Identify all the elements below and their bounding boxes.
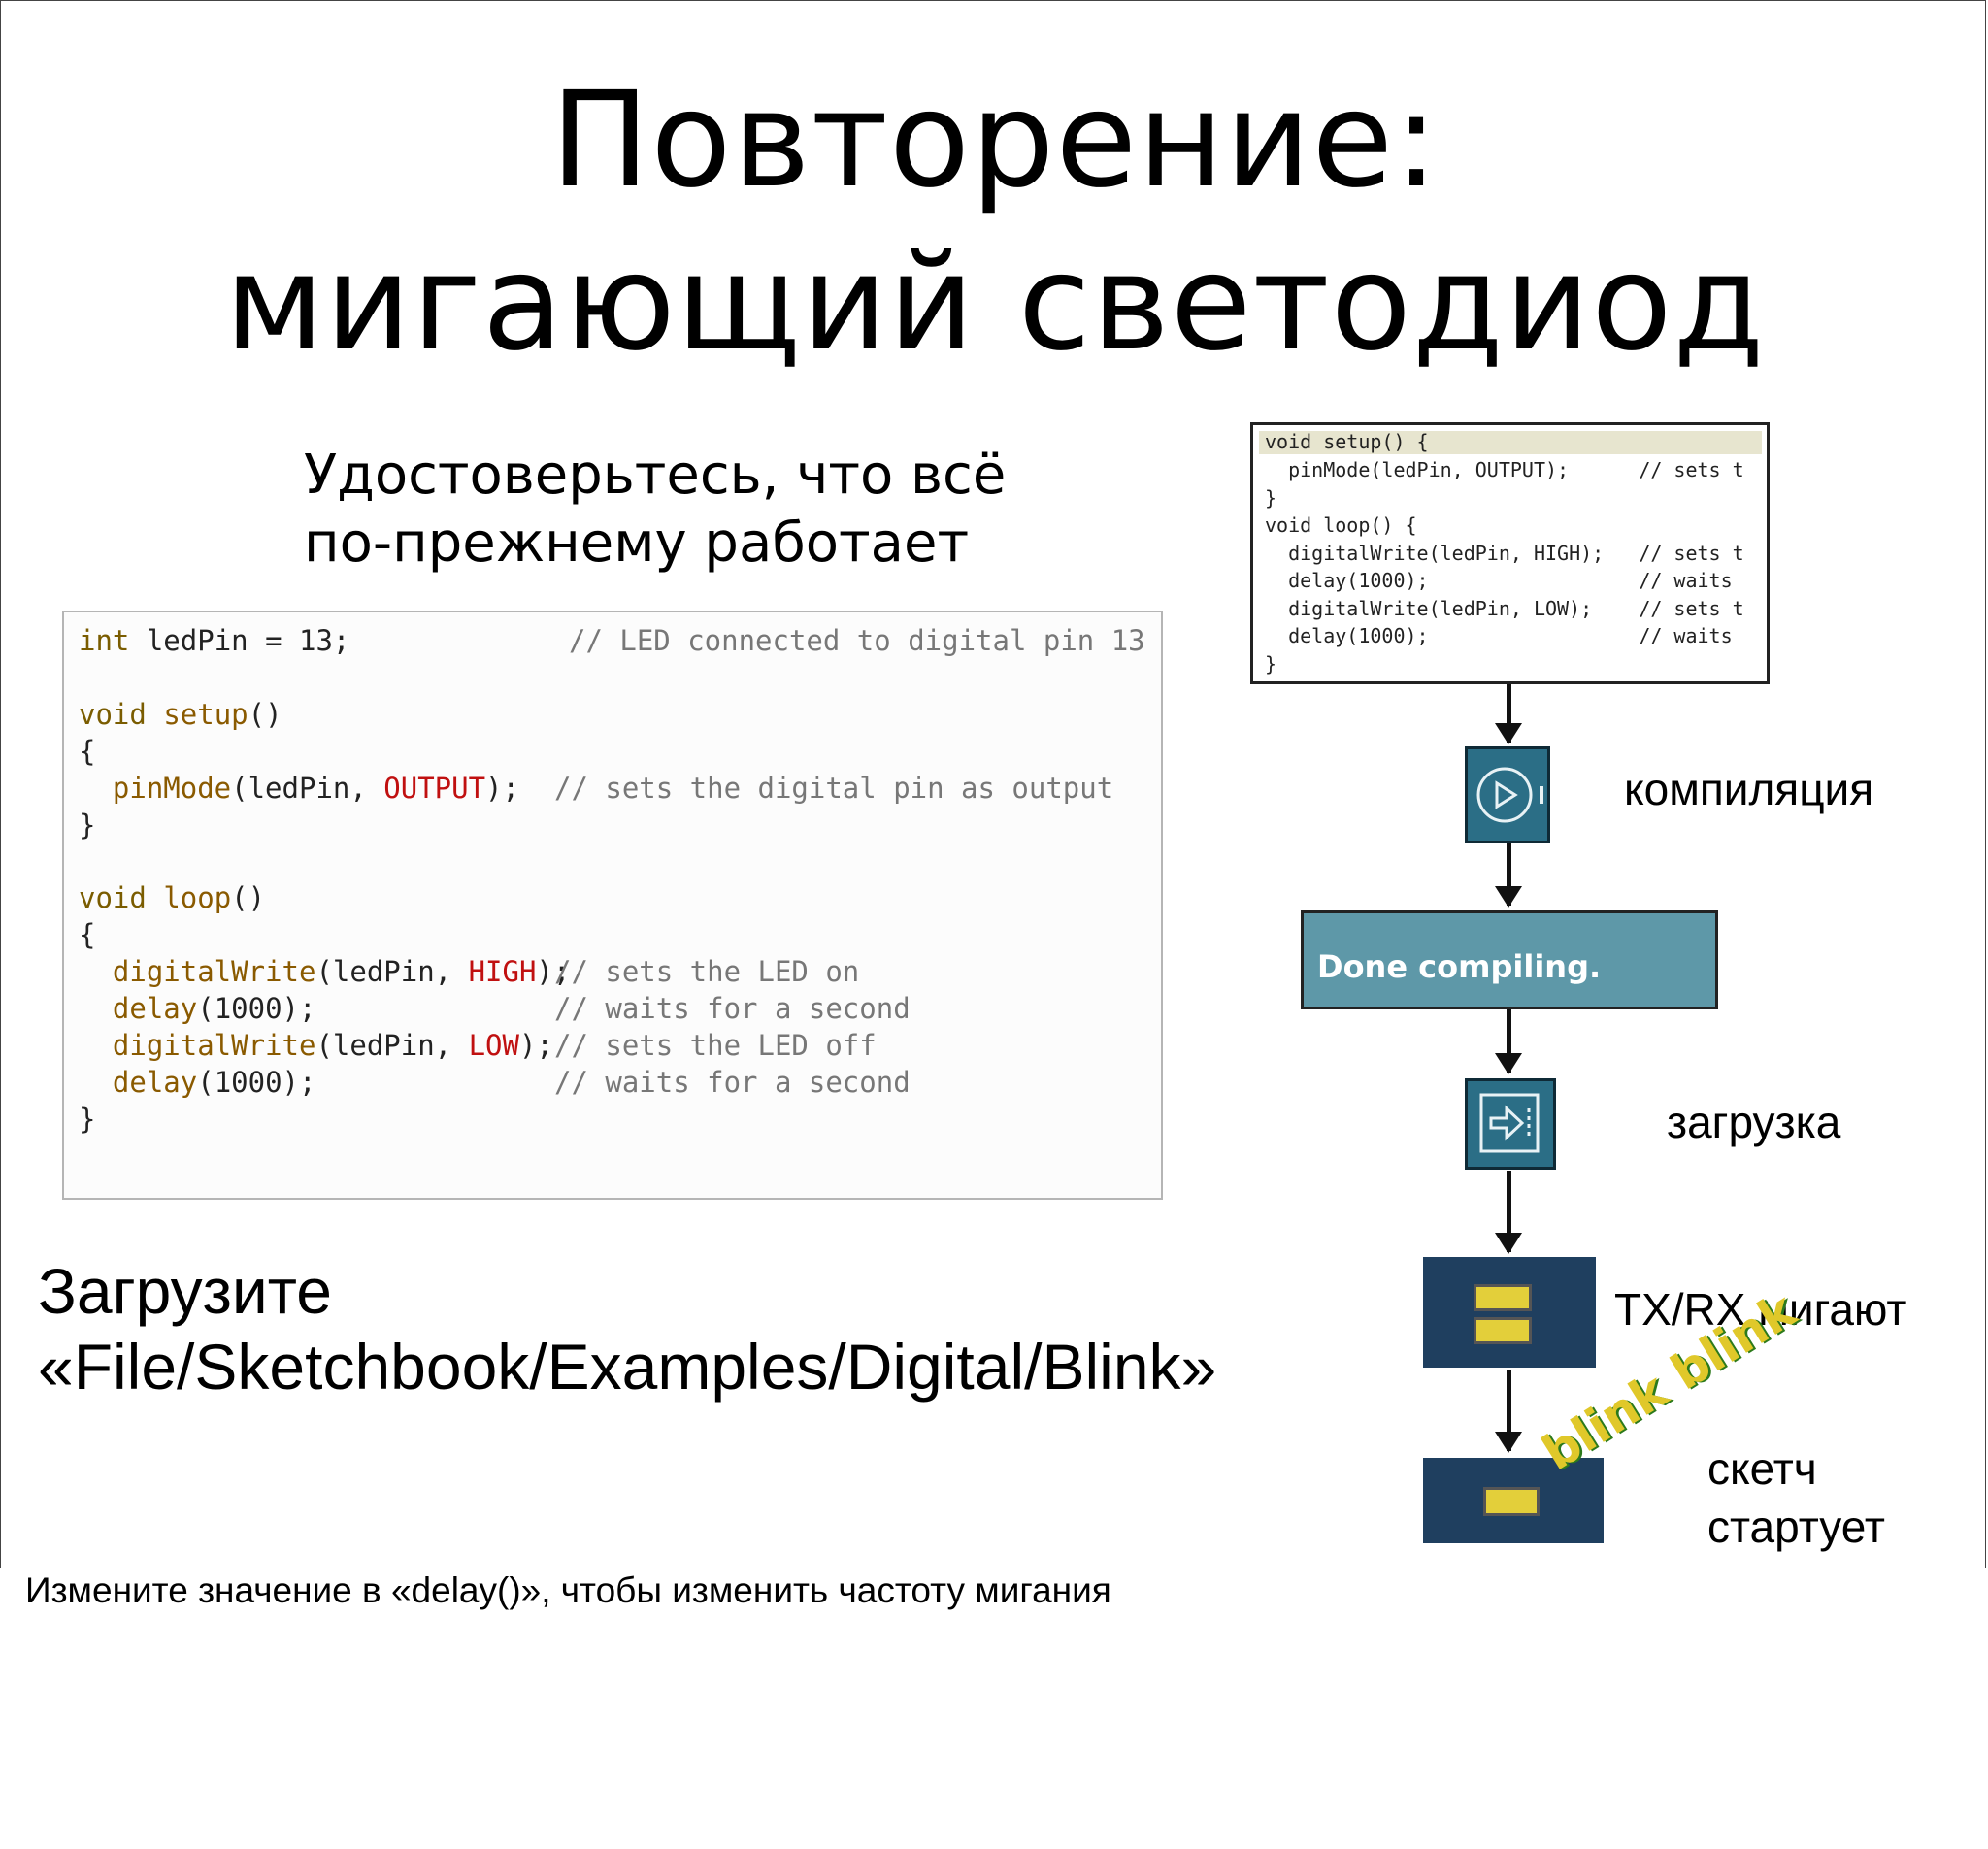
title-line-1: Повторение: bbox=[1, 59, 1988, 222]
flow-arrow bbox=[1507, 843, 1511, 906]
code-line-delay: delay(1000);// waits for a second bbox=[79, 992, 315, 1025]
step-label-sketch-2: стартует bbox=[1707, 1500, 1885, 1554]
step-label-upload: загрузка bbox=[1667, 1095, 1840, 1149]
mini-code-line: } bbox=[1265, 652, 1276, 676]
mini-code-line: void setup() { bbox=[1265, 430, 1429, 453]
page-title: Повторение: мигающий светодиод bbox=[1, 59, 1988, 385]
code-line-delay: delay(1000);// waits for a second bbox=[79, 1066, 315, 1099]
mini-code-line: delay(1000); // waits bbox=[1265, 569, 1733, 592]
mini-code-line: void loop() { bbox=[1265, 513, 1417, 537]
code-line-pinmode: pinMode(ledPin, OUTPUT);// sets the digi… bbox=[79, 772, 519, 805]
code-listing: int ledPin = 13;// LED connected to digi… bbox=[62, 611, 1163, 1200]
check-line-1: Удостоверьтесь, что всё bbox=[304, 442, 1006, 510]
code-line-brace: } bbox=[79, 809, 95, 842]
flow-arrow bbox=[1507, 1171, 1511, 1252]
code-line-ledpin: int ledPin = 13;// LED connected to digi… bbox=[79, 624, 349, 657]
play-icon bbox=[1468, 749, 1547, 841]
title-line-2: мигающий светодиод bbox=[1, 222, 1988, 385]
led-13 bbox=[1483, 1487, 1540, 1516]
tx-led bbox=[1474, 1284, 1532, 1311]
code-line-digitalwrite-high: digitalWrite(ledPin, HIGH);// sets the L… bbox=[79, 955, 570, 988]
mini-code-screenshot: void setup() { pinMode(ledPin, OUTPUT); … bbox=[1250, 422, 1770, 684]
upload-arrow-icon bbox=[1468, 1081, 1553, 1167]
load-instruction: Загрузите «File/Sketchbook/Examples/Digi… bbox=[38, 1253, 1216, 1404]
step-label-sketch-1: скетч bbox=[1707, 1441, 1817, 1496]
code-line-brace: { bbox=[79, 918, 95, 951]
code-line-loop-signature: void loop() bbox=[79, 881, 265, 914]
mini-code-line: } bbox=[1265, 486, 1276, 510]
code-line-setup-signature: void setup() bbox=[79, 698, 282, 731]
compile-button[interactable] bbox=[1465, 746, 1550, 843]
upload-button[interactable] bbox=[1465, 1078, 1556, 1170]
load-path: «File/Sketchbook/Examples/Digital/Blink» bbox=[38, 1329, 1216, 1404]
slide: Повторение: мигающий светодиод Удостовер… bbox=[0, 0, 1986, 1568]
code-line-brace: } bbox=[79, 1103, 95, 1136]
footer-note: Измените значение в «delay()», чтобы изм… bbox=[25, 1568, 1111, 1613]
mini-code-line: delay(1000); // waits bbox=[1265, 624, 1733, 647]
load-line-1: Загрузите bbox=[38, 1253, 1216, 1329]
check-instruction: Удостоверьтесь, что всё по-прежнему рабо… bbox=[304, 442, 1006, 578]
rx-led bbox=[1474, 1317, 1532, 1344]
mini-code-line: digitalWrite(ledPin, LOW); // sets t bbox=[1265, 597, 1744, 620]
flow-arrow bbox=[1507, 684, 1511, 743]
status-bar: Done compiling. bbox=[1301, 910, 1718, 1009]
status-text: Done compiling. bbox=[1317, 948, 1601, 985]
flow-arrow bbox=[1507, 1009, 1511, 1073]
code-line-brace: { bbox=[79, 735, 95, 768]
board-txrx-photo bbox=[1423, 1257, 1596, 1368]
check-line-2: по-прежнему работает bbox=[304, 510, 1006, 578]
flow-arrow bbox=[1507, 1370, 1511, 1451]
mini-code-line: pinMode(ledPin, OUTPUT); // sets t bbox=[1265, 458, 1744, 481]
code-line-digitalwrite-low: digitalWrite(ledPin, LOW);// sets the LE… bbox=[79, 1029, 553, 1062]
mini-code-line: digitalWrite(ledPin, HIGH); // sets t bbox=[1265, 542, 1744, 565]
step-label-compile: компиляция bbox=[1624, 762, 1873, 816]
